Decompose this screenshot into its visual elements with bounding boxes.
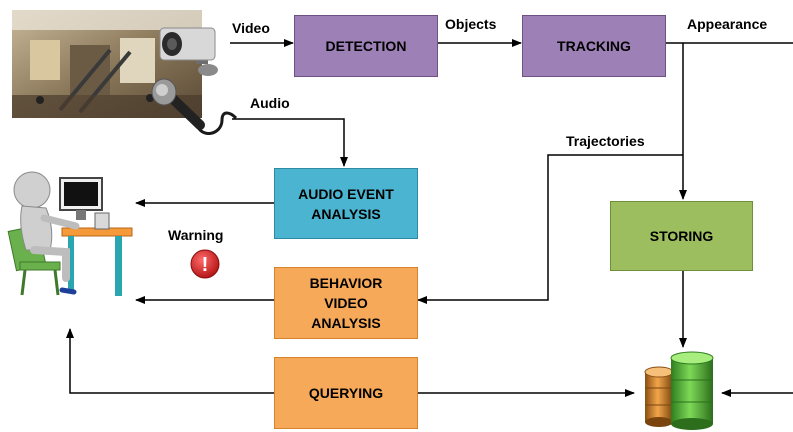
audio-event-analysis-label: AUDIO EVENT ANALYSIS: [298, 185, 394, 222]
arrow-querying-to-user: [66, 328, 274, 394]
querying-label: QUERYING: [308, 385, 384, 401]
user-at-computer-icon: [7, 171, 133, 296]
objects-label: Objects: [445, 16, 497, 32]
svg-text:!: !: [202, 254, 209, 276]
detection-label: DETECTION: [325, 38, 407, 54]
detection-node: DETECTION: [294, 15, 438, 77]
arrow-audio: [232, 118, 348, 167]
querying-node: QUERYING: [274, 357, 418, 429]
microphone-icon: [151, 78, 238, 135]
behavior-video-analysis-label: BEHAVIOR VIDEO ANALYSIS: [309, 275, 383, 331]
video-label: Video: [232, 20, 270, 36]
audio-event-analysis-node: AUDIO EVENT ANALYSIS: [274, 168, 418, 239]
behavior-video-analysis-node: BEHAVIOR VIDEO ANALYSIS: [274, 267, 418, 339]
trajectories-label: Trajectories: [566, 133, 645, 149]
database-icon: [644, 351, 714, 430]
tracking-node: TRACKING: [522, 15, 666, 77]
audio-label: Audio: [250, 95, 290, 111]
arrow-trajectories: [417, 154, 683, 304]
surveillance-camera-icon: [159, 27, 218, 76]
storing-label: STORING: [649, 228, 714, 244]
storing-node: STORING: [610, 201, 753, 271]
warning-icon: !: [190, 249, 220, 279]
appearance-label: Appearance: [687, 16, 768, 32]
tracking-label: TRACKING: [557, 38, 631, 54]
warning-label: Warning: [168, 227, 224, 243]
